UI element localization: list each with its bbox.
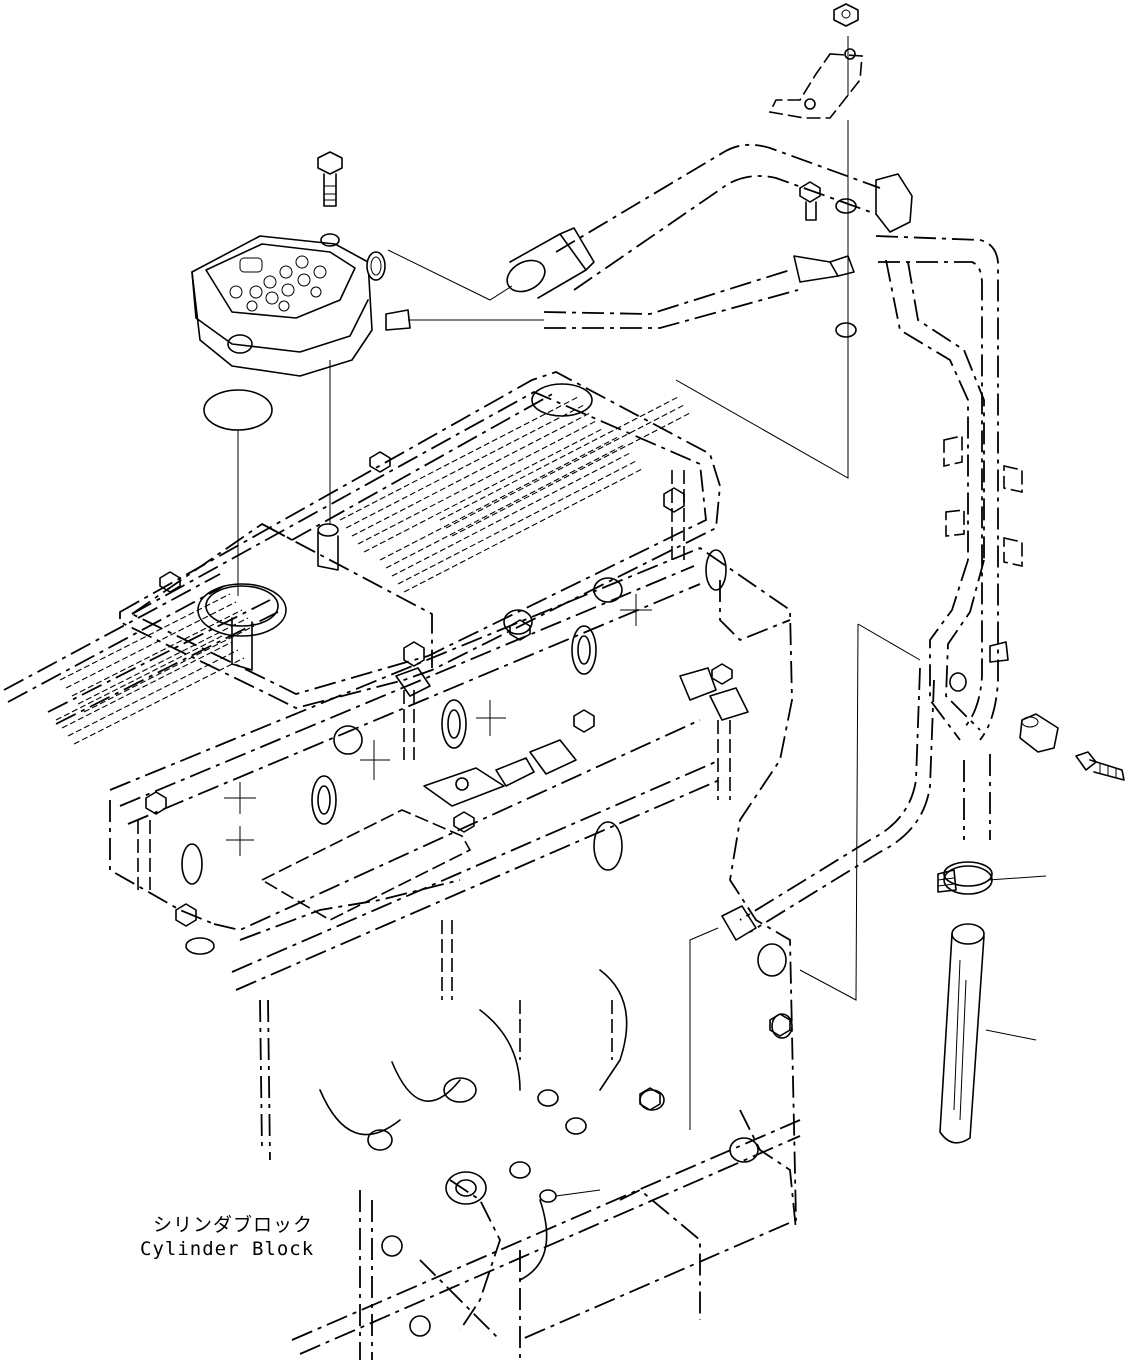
hose bbox=[939, 923, 985, 1144]
cylinder-block bbox=[109, 451, 801, 1360]
pipe-nut bbox=[539, 1189, 601, 1203]
bracket bbox=[768, 3, 863, 119]
return-pipe bbox=[721, 667, 935, 941]
breather-pipe-upper bbox=[506, 143, 913, 329]
side-rails bbox=[3, 573, 279, 745]
breather-pipe-vertical bbox=[875, 235, 1023, 840]
module-bolt bbox=[317, 151, 343, 207]
hose-clamp bbox=[937, 861, 993, 895]
leader-lines bbox=[237, 36, 1047, 1130]
controller-module bbox=[191, 233, 411, 377]
head-cover bbox=[119, 371, 721, 709]
spacer bbox=[1019, 713, 1059, 753]
right-bolt bbox=[1075, 751, 1125, 781]
part-label-japanese: シリンダブロック bbox=[153, 1214, 314, 1236]
part-label-english: Cylinder Block bbox=[140, 1238, 315, 1260]
washer-lower bbox=[835, 322, 857, 338]
washer bbox=[835, 198, 857, 214]
gasket bbox=[203, 389, 273, 431]
small-bolt bbox=[799, 181, 821, 221]
